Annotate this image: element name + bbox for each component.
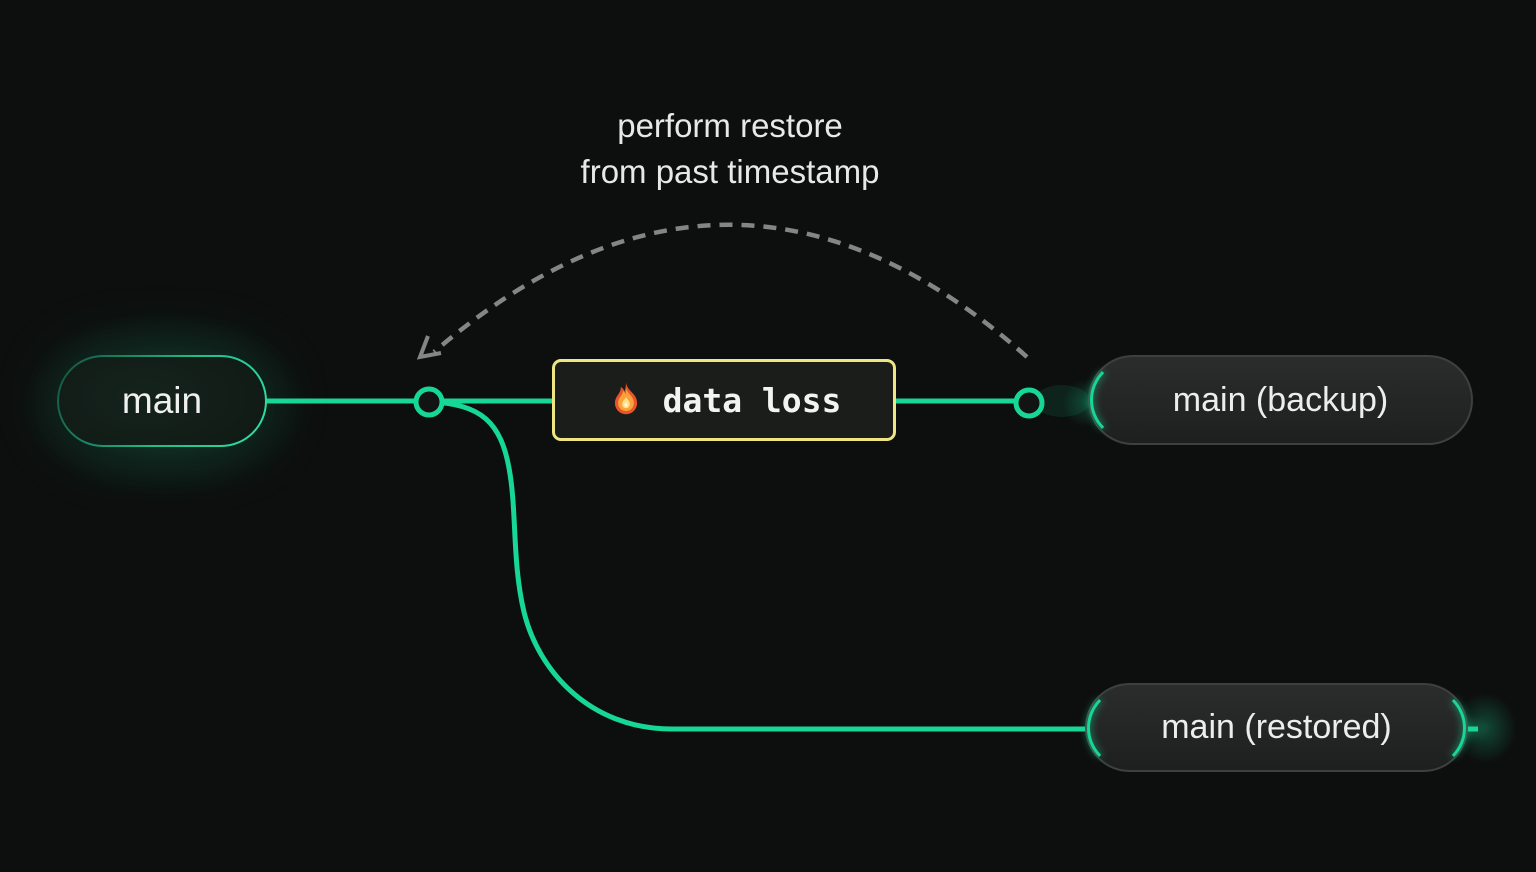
gap-glow bbox=[1034, 385, 1090, 417]
event-label: data loss bbox=[662, 380, 842, 420]
event-data-loss: data loss bbox=[552, 359, 896, 441]
restore-arc bbox=[432, 222, 1029, 359]
node-main: main bbox=[57, 355, 267, 447]
commit-dot-left bbox=[413, 386, 445, 418]
restore-annotation: perform restore from past timestamp bbox=[581, 103, 880, 195]
node-main-label: main bbox=[121, 380, 203, 421]
backup-left-branch-sliver bbox=[1090, 359, 1172, 441]
restore-arrow-head bbox=[416, 335, 442, 360]
node-restored-label: main (restored) bbox=[1161, 708, 1392, 746]
restored-left-branch-sliver bbox=[1087, 687, 1169, 769]
branch-line-restored bbox=[428, 399, 1095, 732]
restored-right-branch-sliver bbox=[1384, 687, 1466, 769]
node-main-backup: main (backup) bbox=[1088, 355, 1473, 445]
commit-dot-right bbox=[1013, 387, 1045, 419]
annotation-line-2: from past timestamp bbox=[580, 153, 880, 190]
annotation-line-1: perform restore bbox=[617, 107, 843, 144]
fire-icon bbox=[614, 382, 637, 415]
node-main-restored: main (restored) bbox=[1085, 683, 1468, 772]
node-backup-label: main (backup) bbox=[1172, 380, 1389, 419]
